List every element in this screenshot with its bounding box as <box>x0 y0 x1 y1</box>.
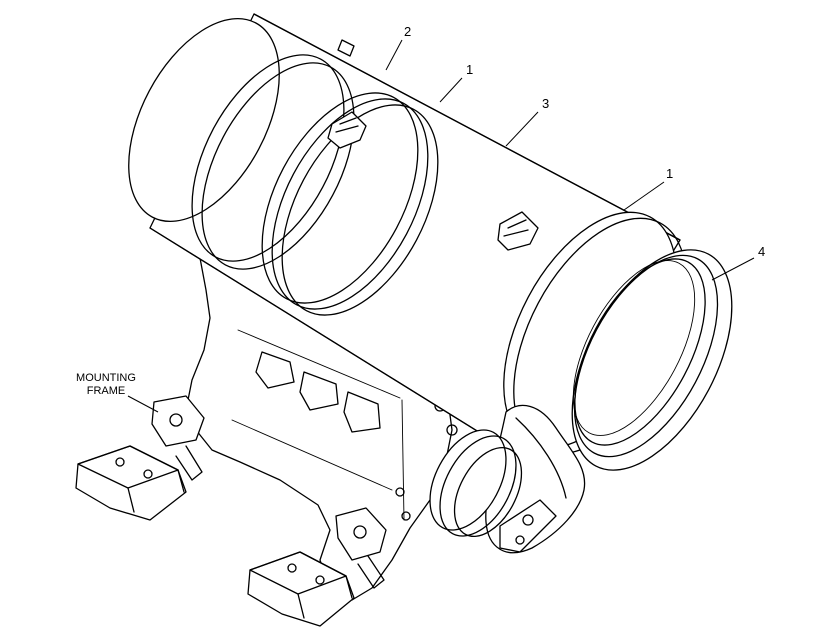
callout-3: 3 <box>542 96 549 111</box>
outlet-strap <box>485 404 586 554</box>
inlet-connector <box>429 429 523 538</box>
callout-2: 2 <box>404 24 411 39</box>
callout-1-rear: 1 <box>466 62 473 77</box>
mounting-frame-label-line2: FRAME <box>87 385 126 397</box>
part-2-end-cover <box>191 39 355 270</box>
callout-labels: 2 1 3 1 4 MOUNTING FRAME <box>76 24 765 397</box>
part-4-outlet-band <box>571 249 733 471</box>
callout-4: 4 <box>758 244 765 259</box>
mounting-frame-label-line1: MOUNTING <box>76 372 136 384</box>
callout-1-front: 1 <box>666 166 673 181</box>
part-1-clamp-rear <box>261 92 439 316</box>
leader-lines <box>127 39 755 413</box>
